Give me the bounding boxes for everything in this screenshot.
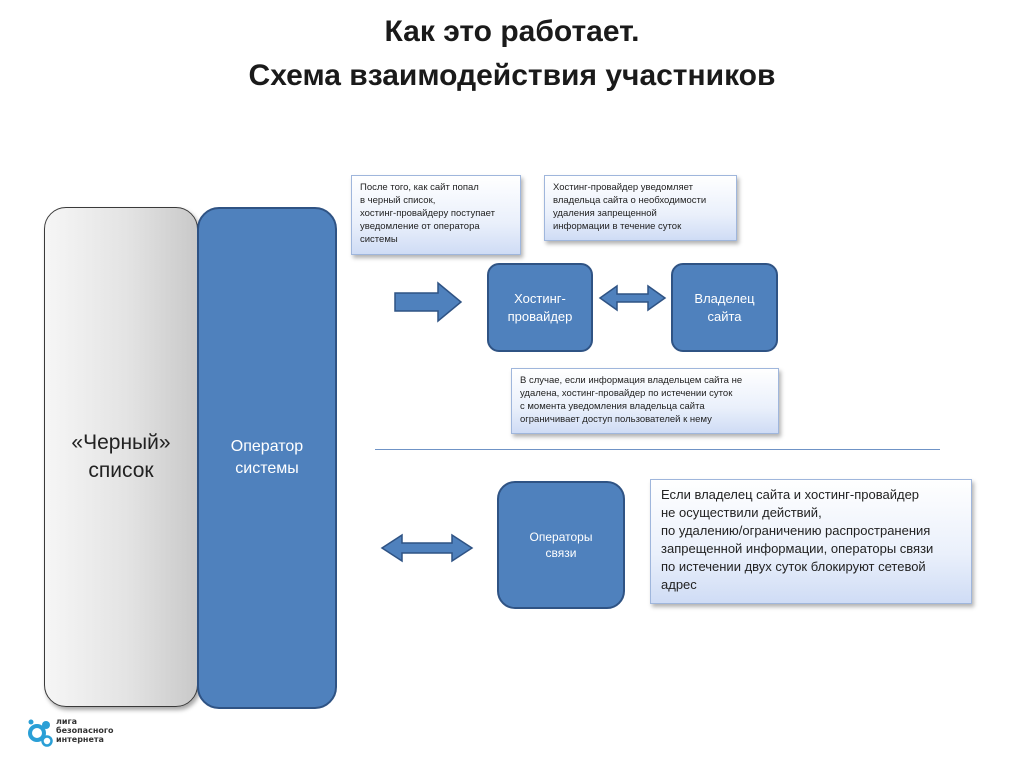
owner-label-line-2: сайта xyxy=(707,308,742,324)
site-owner-box: Владелец сайта xyxy=(671,263,778,352)
logo-line: интернета xyxy=(56,735,104,744)
note-line: запрещенной информации, операторы связи xyxy=(661,541,934,556)
note-line: уведомление от оператора xyxy=(360,221,480,232)
note-line: После того, как сайт попал xyxy=(360,182,479,193)
right-arrow-icon xyxy=(394,281,463,323)
title-line-1: Как это работает. xyxy=(384,15,640,48)
note-operators-block-address: Если владелец сайта и хостинг-провайдер … xyxy=(650,479,972,604)
note-line: системы xyxy=(360,234,398,245)
note-line: В случае, если информация владельцем сай… xyxy=(520,375,743,386)
note-line: удаления запрещенной xyxy=(553,208,657,219)
hosting-provider-box: Хостинг- провайдер xyxy=(487,263,593,352)
note-line: с момента уведомления владельца сайта xyxy=(520,401,705,412)
note-line: хостинг-провайдеру поступает xyxy=(360,208,495,219)
blacklist-label-line-1: «Черный» xyxy=(71,431,171,454)
operator-label-line-2: системы xyxy=(235,460,299,477)
note-line: по удалению/ограничению распространения xyxy=(661,523,931,538)
note-hosting-notifies-owner: Хостинг-провайдер уведомляет владельца с… xyxy=(544,175,737,241)
operators-label-line-2: связи xyxy=(545,546,577,560)
logo-line: лига xyxy=(56,717,78,726)
system-operator-column: Оператор системы xyxy=(197,207,337,709)
hosting-label-line-1: Хостинг- xyxy=(514,290,566,306)
note-hosting-restricts-access: В случае, если информация владельцем сай… xyxy=(511,368,779,434)
logo-line: безопасного xyxy=(56,726,114,735)
note-line: информации в течение суток xyxy=(553,221,682,232)
blacklist-column: «Черный» список xyxy=(44,207,198,707)
telecom-operators-box: Операторы связи xyxy=(497,481,625,609)
note-line: в черный список, xyxy=(360,195,436,206)
double-arrow-icon xyxy=(380,533,474,563)
title-line-2: Схема взаимодействия участников xyxy=(248,59,776,92)
page-title: Как это работает. Схема взаимодействия у… xyxy=(0,10,1024,98)
logo-text: лига безопасного интернета xyxy=(56,717,114,744)
operators-label-line-1: Операторы xyxy=(529,530,593,544)
note-line: ограничивает доступ пользователей к нему xyxy=(520,414,712,425)
note-line: Хостинг-провайдер уведомляет xyxy=(553,182,693,193)
note-line: адрес xyxy=(661,577,697,592)
note-blacklist-notification: После того, как сайт попал в черный спис… xyxy=(351,175,521,255)
note-line: Если владелец сайта и хостинг-провайдер xyxy=(661,487,920,502)
double-arrow-icon xyxy=(598,284,667,312)
hosting-label-line-2: провайдер xyxy=(507,308,573,324)
owner-label-line-1: Владелец xyxy=(694,290,755,306)
operator-label-line-1: Оператор xyxy=(230,438,304,455)
note-line: не осуществили действий, xyxy=(661,505,822,520)
note-line: удалена, хостинг-провайдер по истечении … xyxy=(520,388,733,399)
note-line: владельца сайта о необходимости xyxy=(553,195,707,206)
note-line: по истечении двух суток блокируют сетево… xyxy=(661,559,926,574)
blacklist-label-line-2: список xyxy=(88,459,154,482)
section-divider xyxy=(375,449,940,450)
league-logo-icon xyxy=(28,719,53,747)
